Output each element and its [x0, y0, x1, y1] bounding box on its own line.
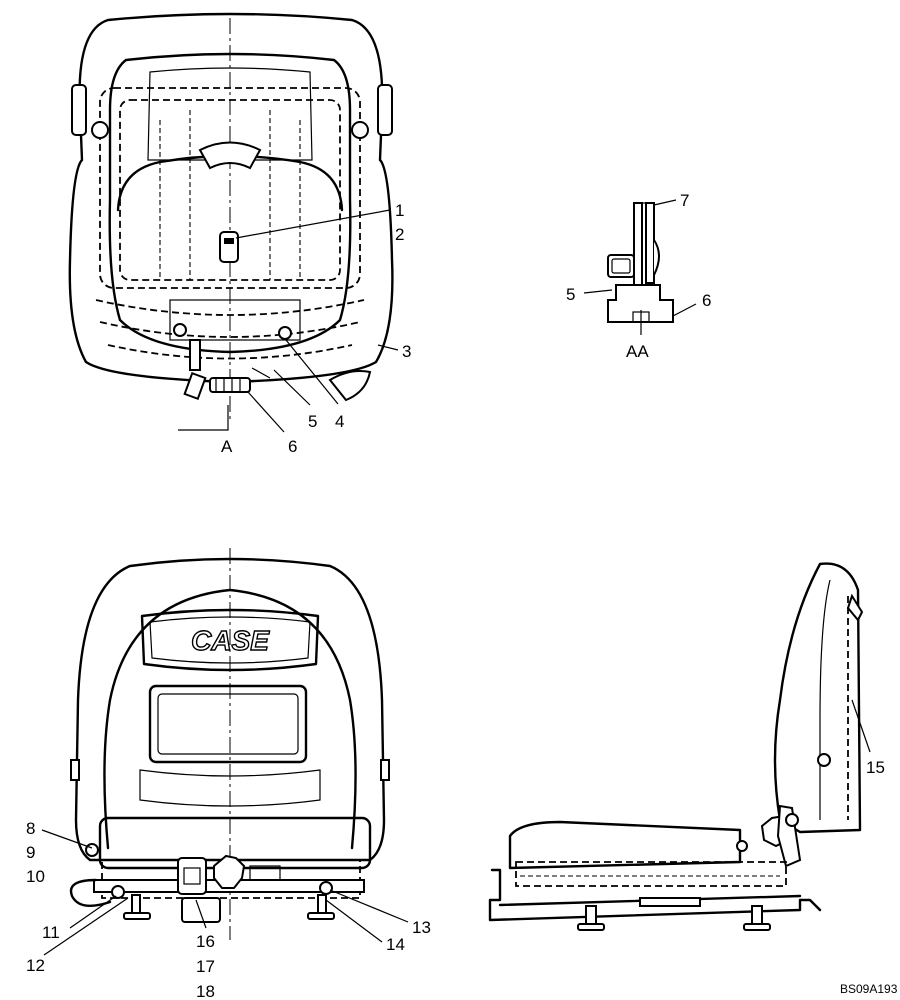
section-label-aa: AA: [626, 342, 649, 361]
section-callout-7: 7: [680, 191, 689, 210]
callout-15: 15: [866, 758, 885, 777]
section-callout-6: 6: [702, 291, 711, 310]
callout-16: 16: [196, 932, 215, 951]
callout-1: 1: [395, 201, 404, 220]
callout-12: 12: [26, 956, 45, 975]
top-view-cushion: [108, 52, 352, 354]
case-logo-text: CASE: [191, 625, 270, 656]
rear-view-backrest: [74, 557, 386, 862]
callout-14: 14: [386, 935, 405, 954]
callout-5: 5: [308, 412, 317, 431]
side-view-backrest: [773, 562, 862, 834]
rear-adjust-knob: [213, 854, 246, 889]
callout-11: 11: [42, 923, 60, 942]
callout-17: 17: [196, 957, 215, 976]
headrest-clip: [198, 141, 262, 170]
callout-8: 8: [26, 819, 35, 838]
callout-18: 18: [196, 982, 215, 1000]
callout-4: 4: [335, 412, 344, 431]
top-view: A 1 2 3 4 5 6: [68, 12, 411, 456]
callout-10: 10: [26, 867, 45, 886]
logo-panel: [140, 608, 320, 672]
section-marker-a: A: [221, 437, 233, 456]
side-view: 15: [488, 562, 885, 931]
seat-switch: [219, 231, 239, 263]
section-callout-5: 5: [566, 285, 575, 304]
rear-view: CASE 8 9 10 11: [26, 548, 431, 1000]
top-view-backrest-outline: [68, 12, 394, 384]
drawing-reference-code: BS09A193: [840, 982, 898, 996]
section-view-aa: 7 5 6 AA: [566, 191, 711, 361]
rear-middle-panel: [148, 684, 308, 764]
callout-9: 9: [26, 843, 35, 862]
callout-2: 2: [395, 225, 404, 244]
callout-6: 6: [288, 437, 297, 456]
callout-13: 13: [412, 918, 431, 937]
callout-3: 3: [402, 342, 411, 361]
